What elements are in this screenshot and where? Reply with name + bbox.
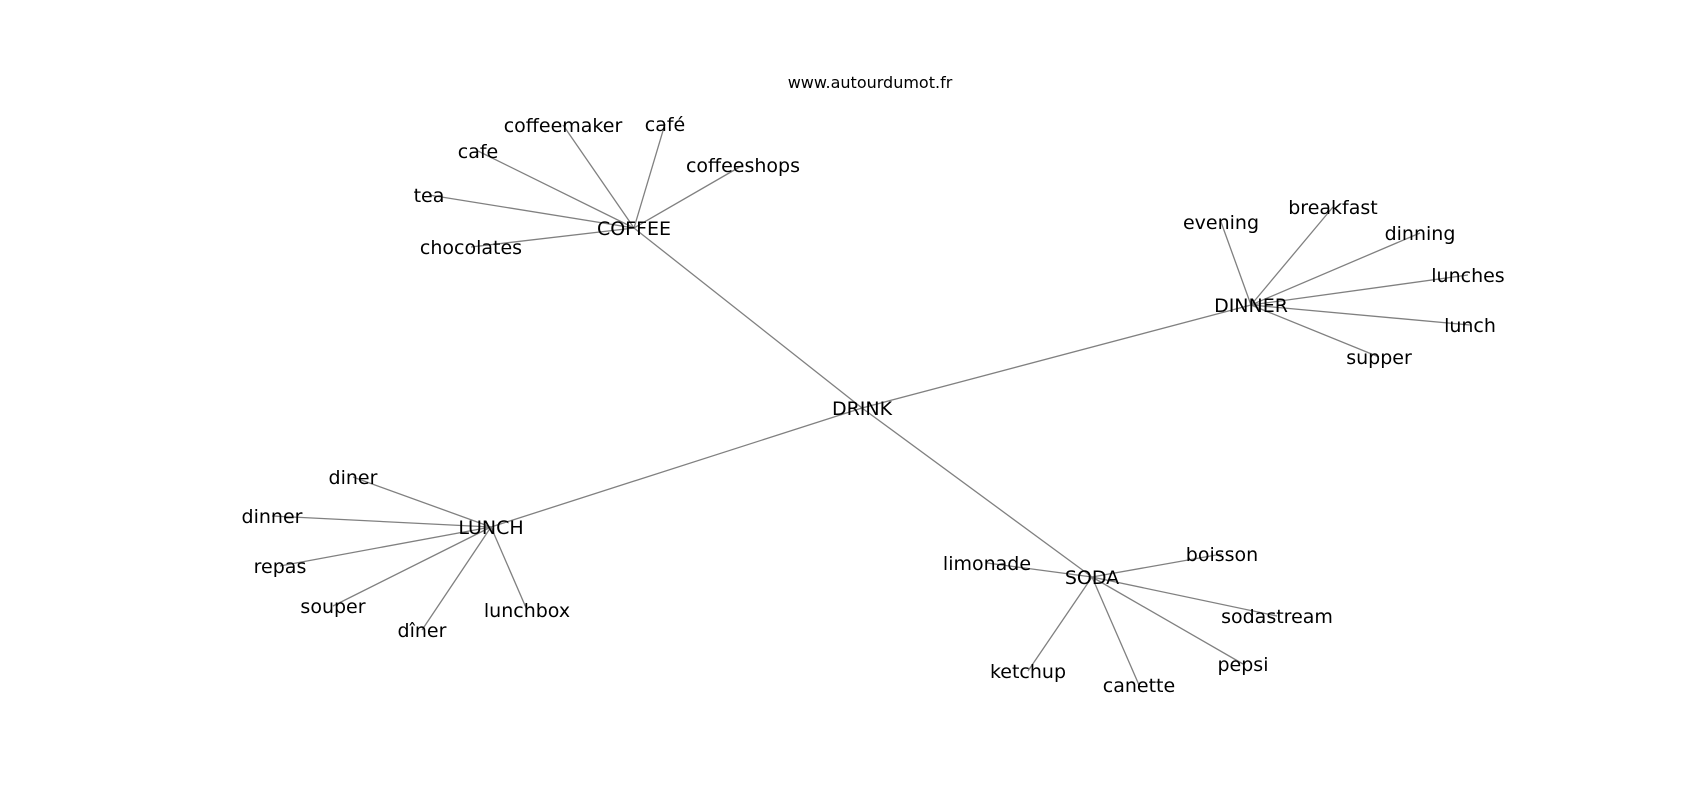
node-dinning: dinning: [1385, 223, 1456, 245]
node-dinner: DINNER: [1214, 295, 1288, 317]
edge-coffee-cafe: [477, 150, 635, 229]
edge-lunch-souper: [332, 526, 492, 607]
edge-lunch-repas: [279, 526, 492, 567]
node-lunches: lunches: [1431, 265, 1504, 287]
edge-dinner-evening: [1220, 221, 1252, 306]
edge-coffee-cafe: [633, 123, 666, 229]
node-cafe: café: [645, 114, 685, 136]
node-canette: canette: [1103, 675, 1175, 697]
node-lunch: LUNCH: [458, 517, 523, 539]
edge-drink-coffee: [633, 227, 863, 409]
edge-soda-ketchup: [1027, 576, 1093, 672]
node-sodastream: sodastream: [1221, 606, 1333, 628]
node-drink: DRINK: [832, 398, 893, 420]
node-evening: evening: [1183, 212, 1259, 234]
edge-drink-dinner: [861, 304, 1252, 409]
node-diner: diner: [329, 467, 378, 489]
edge-soda-limonade: [986, 562, 1093, 578]
node-pepsi: pepsi: [1218, 654, 1269, 676]
edge-drink-lunch: [490, 407, 863, 528]
node-coffeemaker: coffeemaker: [504, 115, 623, 137]
edge-lunch-lunchbox: [490, 526, 528, 611]
node-diner: dîner: [398, 620, 447, 642]
node-repas: repas: [254, 556, 307, 578]
edge-lunch-dinner: [271, 515, 492, 528]
graph-edges: [271, 123, 1471, 686]
edge-dinner-lunches: [1250, 274, 1469, 306]
node-supper: supper: [1346, 347, 1412, 369]
node-dinner: dinner: [242, 506, 303, 528]
node-breakfast: breakfast: [1288, 197, 1377, 219]
node-lunchbox: lunchbox: [484, 600, 570, 622]
node-coffeeshops: coffeeshops: [686, 155, 800, 177]
node-limonade: limonade: [943, 553, 1031, 575]
edge-soda-pepsi: [1091, 576, 1244, 665]
node-cafe: cafe: [458, 141, 498, 163]
edge-coffee-coffeeshops: [633, 164, 744, 229]
edge-lunch-diner: [421, 526, 492, 631]
edge-lunch-diner: [352, 476, 492, 528]
node-souper: souper: [300, 596, 365, 618]
edge-dinner-supper: [1250, 304, 1380, 358]
edge-coffee-tea: [428, 194, 635, 229]
edge-soda-sodastream: [1091, 576, 1278, 617]
site-url: www.autourdumot.fr: [788, 73, 953, 92]
node-lunch: lunch: [1444, 315, 1496, 337]
edge-coffee-chocolates: [470, 227, 635, 248]
graph-nodes: DRINK COFFEE coffeemaker café cafe coffeeshop…: [242, 114, 1505, 697]
node-coffee: COFFEE: [597, 218, 671, 240]
node-boisson: boisson: [1186, 544, 1258, 566]
node-ketchup: ketchup: [990, 661, 1066, 683]
node-tea: tea: [414, 185, 445, 207]
node-chocolates: chocolates: [420, 237, 522, 259]
edge-drink-soda: [861, 407, 1093, 578]
edge-soda-canette: [1091, 576, 1140, 686]
edge-dinner-lunch: [1250, 304, 1471, 326]
edge-coffee-coffeemaker: [562, 124, 635, 229]
edge-dinner-breakfast: [1250, 206, 1334, 306]
node-soda: SODA: [1065, 567, 1119, 589]
edge-soda-boisson: [1091, 553, 1223, 578]
edge-dinner-dinning: [1250, 232, 1421, 306]
